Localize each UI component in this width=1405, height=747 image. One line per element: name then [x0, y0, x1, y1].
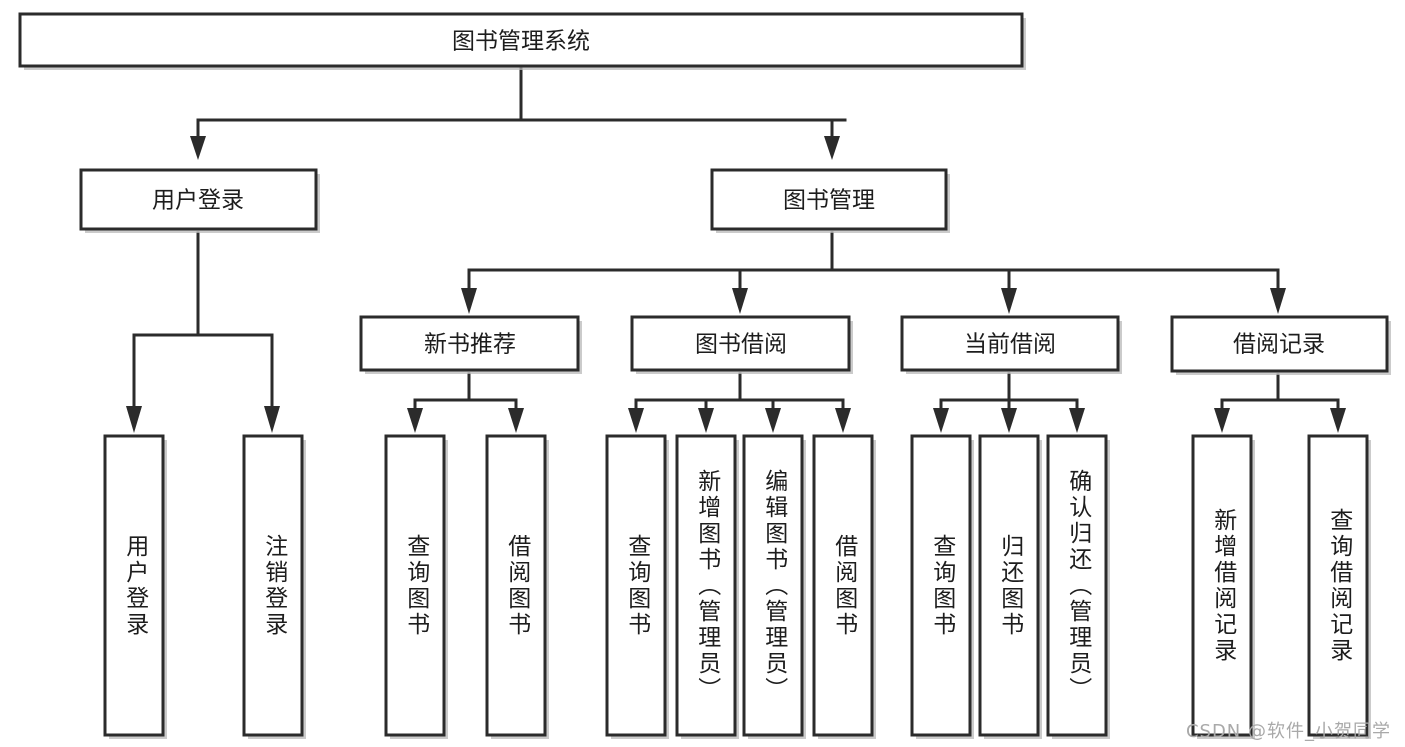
arrow-bb-leaf4: [835, 408, 851, 433]
leaf-borrow-record-2[interactable]: [1307, 434, 1371, 739]
leaf-borrow-record-2-rect: [1307, 434, 1369, 737]
node-book-borrow-label: 图书借阅: [695, 332, 787, 358]
leaf-current-borrow-1[interactable]: [910, 434, 974, 739]
node-book-borrow-rect: [630, 315, 851, 372]
leaf-book-borrow-4-rect: [812, 434, 874, 737]
arrow-user-login-leaf1: [126, 406, 142, 433]
node-user-login-label: 用户登录: [152, 188, 244, 214]
node-current-borrow[interactable]: 当前借阅: [900, 315, 1122, 374]
leaf-new-book-2-rect: [485, 434, 547, 737]
leaf-book-borrow-3[interactable]: [742, 434, 806, 739]
leaf-book-borrow-1[interactable]: [605, 434, 669, 739]
node-current-borrow-rect: [900, 315, 1120, 372]
node-root-rect: [18, 12, 1024, 68]
leaf-user-login-2-rect: [242, 434, 304, 737]
arrow-bm-to-new-book: [461, 288, 477, 314]
arrow-bb-leaf3: [765, 408, 781, 433]
leaf-book-borrow-4[interactable]: [812, 434, 876, 739]
arrow-br-leaf1: [1214, 408, 1230, 433]
arrow-root-to-book-manage: [824, 136, 840, 160]
watermark-text: CSDN @软件_小贺同学: [1185, 721, 1391, 742]
node-book-borrow[interactable]: 图书借阅: [630, 315, 853, 374]
arrow-cb-leaf1: [933, 408, 949, 433]
arrow-root-to-user-login: [190, 136, 206, 160]
arrow-br-leaf2: [1330, 408, 1346, 433]
arrow-bb-leaf1: [628, 408, 644, 433]
leaf-user-login-2[interactable]: [242, 434, 306, 739]
arrow-bm-to-book-borrow: [732, 288, 748, 314]
leaf-current-borrow-3[interactable]: [1046, 434, 1110, 739]
connector-layer: [126, 64, 1346, 433]
node-book-manage-rect: [710, 168, 948, 231]
node-new-book-rect: [359, 315, 580, 372]
leaf-current-borrow-1-rect: [910, 434, 972, 737]
node-book-manage[interactable]: 图书管理: [710, 168, 950, 233]
node-borrow-record-label: 借阅记录: [1233, 332, 1325, 358]
leaf-book-borrow-3-rect: [742, 434, 804, 737]
leaf-new-book-1[interactable]: [384, 434, 448, 739]
leaf-current-borrow-2-rect: [978, 434, 1040, 737]
arrow-nb-leaf1: [407, 408, 423, 433]
node-current-borrow-label: 当前借阅: [964, 332, 1056, 358]
node-borrow-record[interactable]: 借阅记录: [1170, 315, 1391, 375]
leaf-book-borrow-2[interactable]: [675, 434, 739, 739]
arrow-cb-leaf2: [1001, 408, 1017, 433]
node-user-login[interactable]: 用户登录: [79, 168, 320, 233]
leaf-new-book-2[interactable]: [485, 434, 549, 739]
leaf-current-borrow-3-rect: [1046, 434, 1108, 737]
leaf-user-login-1[interactable]: [103, 434, 167, 739]
arrow-bm-to-current-borrow: [1001, 288, 1017, 314]
leaf-book-borrow-2-rect: [675, 434, 737, 737]
arrow-nb-leaf2: [508, 408, 524, 433]
node-root[interactable]: 图书管理系统: [18, 12, 1026, 70]
arrow-bm-to-borrow-record: [1270, 288, 1286, 314]
node-new-book-recommend[interactable]: 新书推荐: [359, 315, 582, 374]
leaf-borrow-record-1-rect: [1191, 434, 1253, 737]
node-new-book-label: 新书推荐: [424, 332, 516, 358]
leaf-new-book-1-rect: [384, 434, 446, 737]
arrow-bb-leaf2: [698, 408, 714, 433]
leaf-user-login-1-rect: [103, 434, 165, 737]
node-borrow-record-rect: [1170, 315, 1389, 373]
node-book-manage-label: 图书管理: [783, 188, 875, 214]
node-root-label: 图书管理系统: [452, 29, 590, 55]
node-user-login-rect: [79, 168, 318, 231]
leaf-book-borrow-1-rect: [605, 434, 667, 737]
arrow-user-login-leaf2: [264, 406, 280, 433]
leaf-current-borrow-2[interactable]: [978, 434, 1042, 739]
leaf-borrow-record-1[interactable]: [1191, 434, 1255, 739]
arrow-cb-leaf3: [1069, 408, 1085, 433]
